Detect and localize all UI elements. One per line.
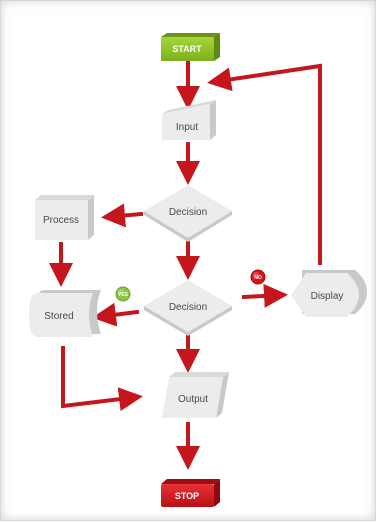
decision1-label: Decision: [169, 207, 207, 218]
no-badge-label: NO: [254, 275, 262, 281]
stored-node: Stored: [29, 290, 101, 337]
output-node: Output: [162, 372, 229, 418]
display-label: Display: [311, 291, 344, 302]
stop-node: STOP: [161, 479, 220, 507]
input-label: Input: [176, 122, 198, 133]
arrow-decision2-to-display: [241, 283, 288, 308]
stored-label: Stored: [44, 311, 73, 322]
process-label: Process: [43, 215, 79, 226]
yes-badge-label: YES: [118, 292, 129, 298]
start-node: START: [161, 33, 220, 61]
stop-label: STOP: [175, 491, 199, 501]
decision1-node: Decision: [144, 185, 232, 242]
input-node: Input: [162, 100, 216, 140]
process-node: Process: [35, 195, 94, 240]
yes-badge: YES: [115, 286, 131, 302]
display-node: Display: [291, 270, 367, 317]
no-badge: NO: [250, 269, 266, 285]
decision2-node: Decision: [144, 280, 232, 336]
arrow-stored-to-output: [61, 346, 143, 412]
arrow-decision1-to-process: [101, 203, 144, 228]
arrow-display-to-input: [207, 63, 322, 265]
start-label: START: [172, 44, 202, 54]
output-label: Output: [178, 394, 208, 405]
decision2-label: Decision: [169, 302, 207, 313]
arrow-decision2-to-stored: [92, 302, 140, 327]
connectors: [49, 59, 322, 470]
